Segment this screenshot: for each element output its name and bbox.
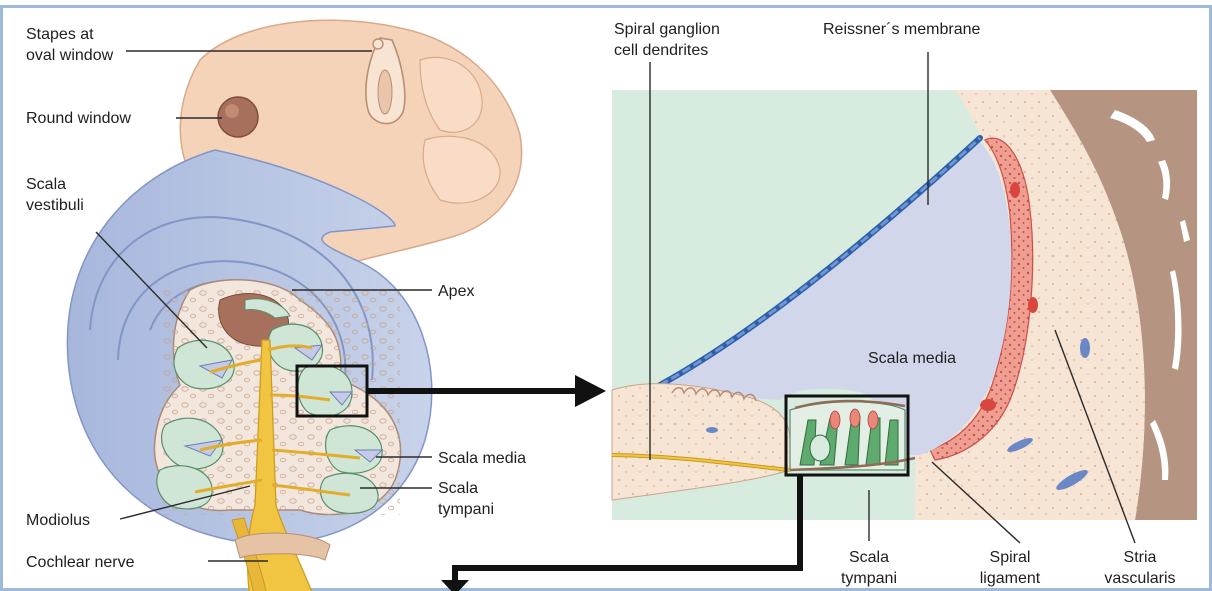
label-scala-vestibuli-line1: Scala xyxy=(26,176,66,193)
label-scala-tympani-left-line2: tympani xyxy=(438,501,494,518)
label-spiral-ganglion-line1: Spiral ganglion xyxy=(614,21,720,38)
label-scala-media-right: Scala media xyxy=(868,350,956,367)
label-scala-media-left: Scala media xyxy=(438,450,526,467)
label-apex: Apex xyxy=(438,283,474,300)
label-stapes-line1: Stapes at xyxy=(26,26,94,43)
label-spiral-ganglion-line2: cell dendrites xyxy=(614,42,708,59)
label-spiral-ligament-line2: ligament xyxy=(980,570,1041,587)
label-scala-tympani-right-line1: Scala xyxy=(849,549,889,566)
label-stria-vascularis-line1: Stria xyxy=(1124,549,1157,566)
label-stapes-line2: oval window xyxy=(26,47,114,64)
label-stria-vascularis-line2: vascularis xyxy=(1104,570,1175,587)
label-round-window: Round window xyxy=(26,110,131,127)
label-cochlear-nerve: Cochlear nerve xyxy=(26,554,135,571)
label-reissners-membrane: Reissner´s membrane xyxy=(823,21,980,38)
organ-of-corti xyxy=(790,401,905,470)
label-scala-vestibuli-line2: vestibuli xyxy=(26,197,84,214)
label-spiral-ligament-line1: Spiral xyxy=(990,549,1031,566)
round-window xyxy=(218,97,258,137)
label-scala-tympani-left-line1: Scala xyxy=(438,480,478,497)
label-scala-tympani-right-line2: tympani xyxy=(841,570,897,587)
cochlear-duct-section xyxy=(612,90,1197,520)
label-modiolus: Modiolus xyxy=(26,512,90,529)
arrow-right xyxy=(575,375,606,407)
